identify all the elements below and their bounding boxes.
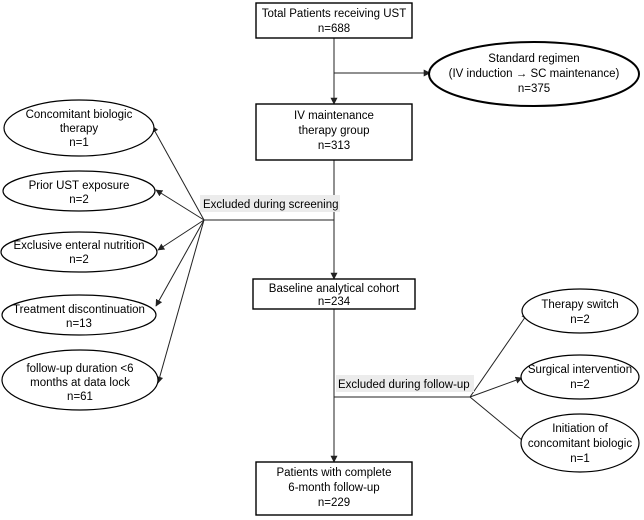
followup-exclusion-3-line-3: n=1: [570, 453, 590, 465]
screening-exclusion-4: Treatment discontinuation n=13: [1, 294, 157, 336]
node-iv-line-1: IV maintenance: [294, 110, 374, 122]
screening-exclusion-1-line-3: n=1: [69, 137, 89, 149]
arrow-followup-1: [469, 312, 529, 398]
arrow-screening-1: [151, 125, 205, 221]
excluded-followup-text: Excluded during follow-up: [338, 379, 470, 391]
excluded-screening-text: Excluded during screening: [203, 199, 339, 211]
arrow-screening-5: [156, 219, 205, 384]
node-total-line-1: Total Patients receiving UST: [262, 8, 406, 20]
screening-exclusion-4-line-2: n=13: [66, 318, 92, 330]
node-complete-line-2: 6-month follow-up: [288, 482, 379, 494]
label-excluded-screening: Excluded during screening: [200, 195, 340, 212]
followup-exclusion-2-line-1: Surgical intervention: [528, 364, 632, 376]
node-standard-line-2: (IV induction → SC maintenance): [449, 68, 620, 80]
node-complete-line-1: Patients with complete: [276, 467, 391, 479]
arrow-followup-3: [469, 396, 529, 446]
node-baseline-line-2: n=234: [318, 296, 351, 308]
screening-exclusion-2-line-2: n=2: [69, 194, 89, 206]
arrow-screening-4: [155, 219, 205, 307]
followup-exclusion-1-line-2: n=2: [570, 314, 590, 326]
arrow-followup-2: [469, 376, 523, 398]
node-baseline: Baseline analytical cohort n=234: [252, 278, 416, 310]
screening-exclusion-5-line-2: months at data lock: [30, 377, 130, 389]
screening-exclusion-5-line-3: n=61: [67, 391, 93, 403]
screening-exclusion-2: Prior UST exposure n=2: [2, 170, 156, 212]
followup-exclusion-3-line-1: Initiation of: [552, 423, 608, 435]
node-total: Total Patients receiving UST n=688: [255, 2, 413, 39]
node-standard-regimen: Standard regimen (IV induction → SC main…: [428, 41, 640, 107]
screening-exclusion-3-line-2: n=2: [69, 254, 89, 266]
followup-exclusion-1-line-1: Therapy switch: [541, 299, 618, 311]
screening-exclusion-1: Concomitant biologic therapy n=1: [3, 99, 155, 157]
node-complete-line-3: n=229: [318, 497, 350, 509]
arrow-screening-2: [155, 189, 205, 221]
node-total-line-2: n=688: [318, 23, 350, 35]
node-standard-line-1: Standard regimen: [488, 53, 579, 65]
node-iv-line-3: n=313: [318, 140, 350, 152]
screening-exclusion-2-line-1: Prior UST exposure: [29, 180, 130, 192]
screening-exclusion-5-line-1: follow-up duration <6: [26, 363, 133, 375]
screening-exclusion-1-line-2: therapy: [60, 123, 99, 135]
arrow-screening-3: [157, 219, 205, 251]
node-iv-line-2: therapy group: [299, 125, 370, 137]
screening-exclusion-3-line-1: Exclusive enteral nutrition: [13, 240, 144, 252]
node-complete: Patients with complete 6-month follow-up…: [255, 461, 413, 516]
followup-exclusion-1: Therapy switch n=2: [521, 288, 639, 334]
screening-exclusion-5: follow-up duration <6 months at data loc…: [1, 349, 159, 411]
followup-exclusion-3: Initiation of concomitant biologic n=1: [520, 413, 640, 473]
connectors: [151, 38, 529, 463]
followup-exclusion-2: Surgical intervention n=2: [520, 354, 640, 400]
followup-exclusion-3-line-2: concomitant biologic: [528, 438, 632, 450]
node-standard-line-3: n=375: [518, 83, 550, 95]
node-iv-group: IV maintenance therapy group n=313: [255, 103, 413, 161]
node-baseline-line-1: Baseline analytical cohort: [269, 283, 400, 295]
screening-exclusion-1-line-1: Concomitant biologic: [26, 109, 133, 121]
label-excluded-followup: Excluded during follow-up: [336, 375, 474, 392]
screening-exclusion-3: Exclusive enteral nutrition n=2: [0, 231, 158, 273]
screening-exclusion-4-line-1: Treatment discontinuation: [13, 304, 145, 316]
followup-exclusion-2-line-2: n=2: [570, 379, 590, 391]
